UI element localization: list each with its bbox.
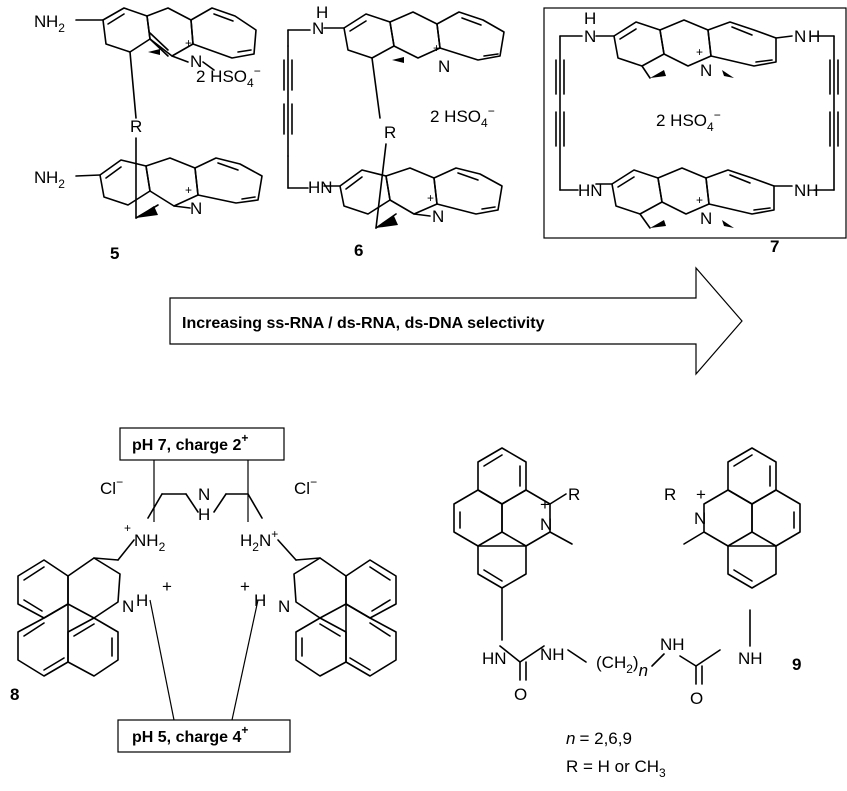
svg-text:+: +	[427, 191, 434, 205]
selectivity-arrow: Increasing ss-RNA / ds-RNA, ds-DNA selec…	[169, 266, 743, 376]
compound-5: N H2 N + R 2 HSO4− N H2 N + 5	[34, 7, 263, 263]
svg-text:O: O	[514, 685, 527, 704]
compound-5-top-n: N	[190, 52, 202, 71]
svg-text:H: H	[584, 9, 596, 28]
compound-7-bottom-ring	[595, 167, 793, 229]
svg-text:HN: HN	[308, 178, 333, 197]
svg-text:H2: H2	[46, 168, 65, 191]
svg-text:H: H	[254, 591, 266, 610]
compound-9-right-ring	[683, 447, 801, 589]
compound-6-top-wedge	[392, 57, 404, 63]
ph5-box	[117, 719, 291, 753]
compound-5-bottom-ring	[75, 137, 263, 219]
svg-text:n= 2,6,9: n= 2,6,9	[566, 729, 632, 748]
svg-text:R: R	[568, 485, 580, 504]
compound-8-chain	[93, 493, 321, 561]
compound-5-r: R	[130, 117, 142, 136]
svg-text:(CH2)n: (CH2)n	[596, 653, 648, 680]
compound-5-number: 5	[110, 244, 119, 263]
svg-text:Cl−: Cl−	[294, 475, 317, 498]
compound-6-top-ring	[283, 11, 505, 189]
compound-8-number: 8	[10, 685, 19, 704]
svg-text:N: N	[438, 57, 450, 76]
svg-text:N: N	[584, 27, 596, 46]
svg-text:NH: NH	[660, 635, 685, 654]
svg-text:+: +	[124, 521, 131, 535]
svg-text:NH2: NH2	[134, 531, 166, 554]
compound-6-r: R	[384, 123, 396, 142]
svg-text:+: +	[185, 36, 192, 50]
svg-text:pH 5, charge 4+: pH 5, charge 4+	[132, 723, 248, 746]
svg-text:R = H or CH3: R = H or CH3	[566, 757, 666, 780]
svg-text:N: N	[34, 168, 46, 187]
svg-text:H2N+: H2N+	[240, 527, 278, 554]
svg-text:+: +	[185, 183, 192, 197]
svg-text:H: H	[808, 27, 820, 46]
compound-9: N + R HN NH O (CH2)n NH O NH N + R 9 n= …	[453, 447, 801, 780]
svg-text:pH 7, charge 2+: pH 7, charge 2+	[132, 431, 248, 454]
svg-text:R: R	[664, 485, 676, 504]
svg-text:N: N	[198, 485, 210, 504]
svg-text:+: +	[696, 193, 703, 207]
svg-text:+: +	[696, 45, 703, 59]
svg-text:2 HSO4−: 2 HSO4−	[430, 104, 495, 130]
svg-text:H: H	[136, 591, 148, 610]
ph7-box	[119, 427, 285, 461]
compound-5-top-ring	[75, 7, 257, 119]
svg-text:Cl−: Cl−	[100, 475, 123, 498]
svg-text:+: +	[696, 485, 706, 504]
compound-8-links	[149, 460, 259, 721]
svg-text:HN: HN	[578, 181, 603, 200]
svg-text:N: N	[190, 199, 202, 218]
compound-9-number: 9	[792, 655, 801, 674]
svg-text:NH: NH	[794, 181, 819, 200]
svg-text:N: N	[700, 61, 712, 80]
compound-6: N H N + R 2 HSO4− HN N + 6	[283, 3, 505, 260]
compound-6-number: 6	[354, 241, 363, 260]
svg-text:N: N	[34, 12, 46, 31]
svg-text:O: O	[690, 689, 703, 708]
svg-text:2 HSO4−: 2 HSO4−	[196, 64, 261, 90]
ph7-box-label: pH 7, charge 2	[132, 437, 241, 454]
svg-text:NH: NH	[738, 649, 763, 668]
compound-7-frame	[543, 7, 847, 239]
svg-text:+: +	[540, 495, 550, 514]
svg-text:+: +	[240, 577, 250, 596]
svg-text:+: +	[162, 577, 172, 596]
svg-text:N: N	[794, 27, 806, 46]
compound-7-number: 7	[770, 237, 779, 256]
svg-text:H: H	[198, 505, 210, 524]
svg-text:HN: HN	[482, 649, 507, 668]
compound-6-bottom-wedge	[376, 216, 398, 228]
compound-6-bottom-ring	[323, 143, 503, 229]
compound-7-bottom-wedge	[650, 220, 666, 228]
selectivity-arrow-label: Increasing ss-RNA / ds-RNA, ds-DNA selec…	[182, 315, 545, 332]
svg-text:2 HSO4−: 2 HSO4−	[656, 108, 721, 134]
svg-text:N: N	[432, 207, 444, 226]
compound-7: N H N H N + 2 HSO4− HN NH N + 7	[543, 7, 847, 256]
compound-7-top-ring	[555, 19, 839, 191]
compound-5-bottom-wedge	[136, 206, 158, 218]
ph5-box-label: pH 5, charge 4	[132, 729, 241, 746]
svg-text:N: N	[278, 597, 290, 616]
svg-text:N: N	[700, 209, 712, 228]
svg-text:+: +	[433, 41, 440, 55]
svg-text:H2: H2	[46, 12, 65, 35]
compound-8: pH 7, charge 2+ Cl− Cl− N H + NH2 H2N+	[10, 427, 397, 753]
svg-text:NH: NH	[540, 645, 565, 664]
svg-text:N: N	[122, 597, 134, 616]
svg-text:H: H	[316, 3, 328, 22]
compound-8-left-ring	[17, 557, 121, 677]
compound-5-top-wedge	[148, 49, 160, 55]
svg-text:N: N	[540, 515, 552, 534]
svg-text:N: N	[312, 19, 324, 38]
compound-9-left-ring	[453, 447, 751, 685]
svg-text:N: N	[694, 509, 706, 528]
compound-8-right-ring	[293, 557, 397, 677]
compound-7-top-wedge	[650, 70, 666, 78]
